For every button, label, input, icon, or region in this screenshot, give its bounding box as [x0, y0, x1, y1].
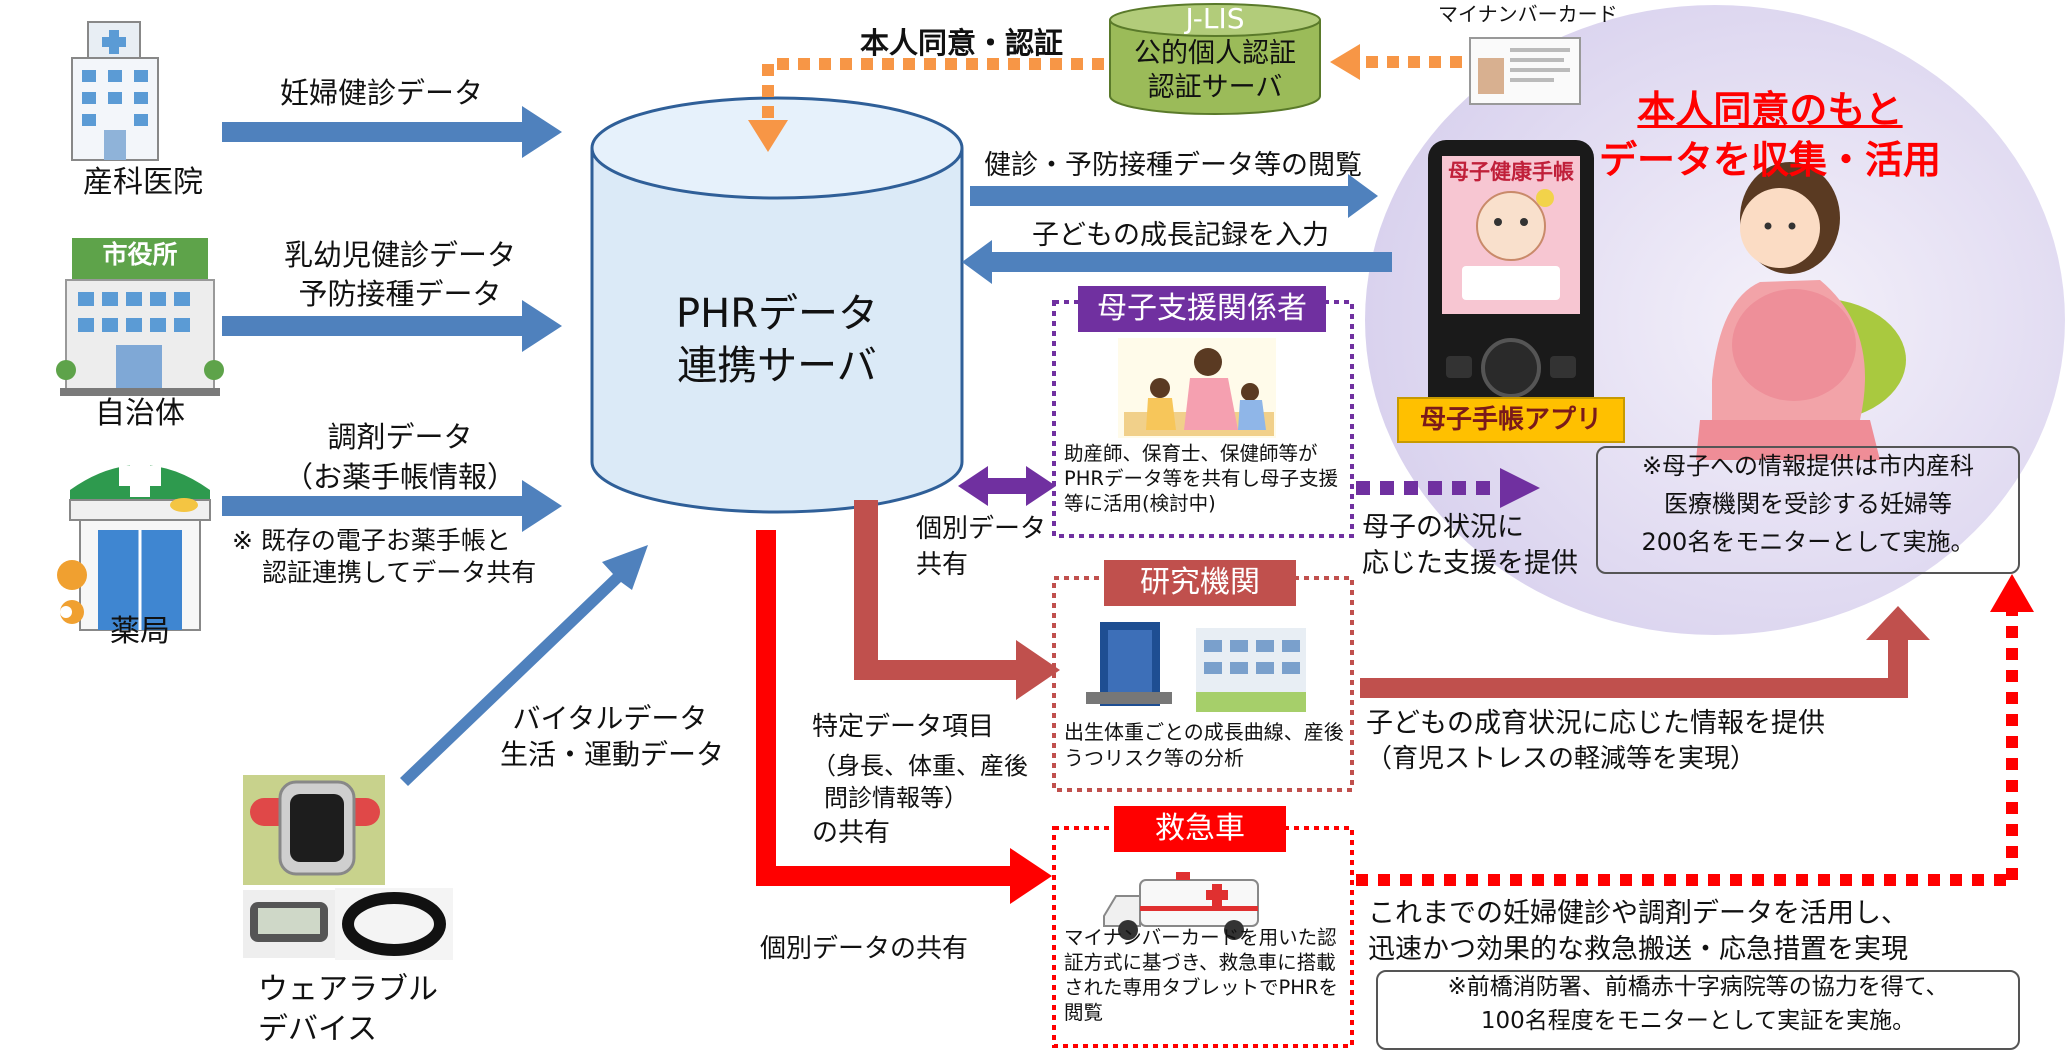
support-provide-label-1: 母子の状況に	[1362, 512, 1524, 543]
ambulance-description: マイナンバーカードを用いた認証方式に基づき、救急車に搭載された専用タブレットでP…	[1064, 926, 1338, 1024]
support-provide-label-2: 応じた支援を提供	[1362, 548, 1578, 579]
wearable-label-1: ウェアラブル	[258, 972, 438, 1007]
arrow-support-to-mother	[1356, 468, 1540, 508]
support-badge: 母子支援関係者	[1097, 291, 1307, 326]
support-dotted-box	[1052, 300, 1354, 538]
app-input-label: 子どもの成長記録を入力	[1032, 220, 1329, 251]
ambulance-provide-label-1: これまでの妊婦健診や調剤データを活用し、	[1368, 898, 1908, 929]
arrow-server-to-ambulance	[756, 530, 1052, 904]
arrow-pharmacy-to-server	[222, 480, 562, 532]
mother-note-bracket	[1596, 446, 2020, 574]
city-hall-icon	[56, 238, 224, 396]
research-share-label-4: の共有	[812, 818, 891, 848]
support-share-label-2: 共有	[916, 550, 969, 580]
phone-screen-title: 母子健康手帳	[1448, 160, 1574, 184]
mother-title-1: 本人同意のもと	[1637, 88, 1903, 132]
city-label: 自治体	[95, 396, 185, 431]
support-share-label-1: 個別データ	[916, 514, 1047, 544]
hospital-building-icon	[71, 21, 159, 161]
pharmacy-icon	[57, 455, 211, 631]
city-hall-sign: 市役所	[102, 240, 178, 269]
ambulance-icon	[1103, 872, 1259, 940]
support-staff-illustration	[1118, 338, 1276, 438]
consent-arrow-jlis-to-server	[748, 58, 1104, 152]
wearable-label-2: デバイス	[258, 1012, 378, 1047]
arrow-ambulance-to-mother	[1356, 574, 2034, 886]
pharmacy-note-1: ※ 既存の電子お薬手帳と	[232, 526, 511, 555]
research-share-label-1: 特定データ項目	[812, 712, 995, 742]
arrow-app-to-server	[962, 240, 1392, 284]
clinic-label: 産科医院	[83, 165, 203, 200]
app-badge-bg	[1397, 397, 1625, 443]
pharmacy-note-2: 認証連携してデータ共有	[262, 558, 537, 587]
arrow-server-to-research	[854, 500, 1060, 700]
jlis-label-1: J-LIS	[1185, 2, 1245, 35]
mynumber-card-icon	[1469, 37, 1581, 105]
pregnant-mother-icon	[1696, 162, 1906, 460]
research-buildings-illustration	[1086, 622, 1306, 712]
arrow-clinic-to-server	[222, 106, 562, 158]
research-badge: 研究機関	[1140, 565, 1260, 600]
mother-note-2: 医療機関を受診する妊婦等	[1664, 490, 1952, 518]
pharmacy-label: 薬局	[110, 614, 170, 649]
city-flow-label-2: 予防接種データ	[298, 277, 502, 311]
wearable-devices-icon	[243, 775, 453, 960]
app-badge: 母子手帳アプリ	[1419, 405, 1602, 435]
consent-arrow-card-to-jlis	[1330, 44, 1462, 80]
app-view-label: 健診・予防接種データ等の閲覧	[984, 150, 1362, 181]
ambulance-share-label: 個別データの共有	[760, 934, 969, 964]
city-flow-label-1: 乳幼児健診データ	[283, 238, 516, 272]
arrow-server-to-app	[970, 174, 1378, 218]
clinic-flow-label: 妊婦健診データ	[280, 76, 484, 110]
research-dotted-box	[1052, 576, 1354, 792]
smartphone-app-icon	[1428, 140, 1594, 420]
consent-label: 本人同意・認証	[860, 26, 1064, 60]
research-provide-label-1: 子どもの成育状況に応じた情報を提供	[1366, 708, 1825, 739]
server-label-1: PHRデータ	[676, 291, 878, 337]
jlis-label-2: 公的個人認証	[1134, 38, 1296, 69]
ambulance-dotted-box	[1052, 826, 1354, 1048]
ambulance-badge-bg	[1114, 806, 1286, 852]
ambulance-badge: 救急車	[1155, 811, 1245, 846]
research-badge-bg	[1104, 560, 1296, 606]
arrow-city-to-server	[222, 300, 562, 352]
arrow-wearable-to-server	[400, 545, 648, 786]
support-badge-bg	[1078, 286, 1326, 332]
wearable-flow-label-2: 生活・運動データ	[500, 738, 725, 771]
ambulance-provide-label-2: 迅速かつ効果的な救急搬送・応急措置を実現	[1368, 934, 1908, 965]
research-share-label-2: （身長、体重、産後	[812, 752, 1028, 780]
server-label-2: 連携サーバ	[677, 343, 877, 389]
mother-title-2: データを収集・活用	[1598, 138, 1941, 182]
jlis-server-cylinder	[1109, 3, 1321, 115]
arrow-support-server-bidirectional	[958, 466, 1056, 506]
ambulance-note-2: 100名程度をモニターとして実証を実施。	[1480, 1008, 1916, 1034]
ambulance-note-1: ※前橋消防署、前橋赤十字病院等の協力を得て、	[1447, 974, 1949, 1000]
mynumber-card-label: マイナンバーカード	[1438, 2, 1618, 26]
phr-server-cylinder	[590, 96, 964, 514]
pharmacy-flow-label-1: 調剤データ	[327, 420, 473, 454]
pharmacy-flow-label-2: （お薬手帳情報）	[283, 460, 516, 494]
research-share-label-3: 問診情報等）	[824, 784, 968, 812]
research-description: 出生体重ごとの成長曲線、産後うつリスク等の分析	[1064, 720, 1344, 770]
arrow-research-to-mother	[1360, 606, 1930, 698]
support-description: 助産師、保育士、保健師等がPHRデータ等を共有し母子支援等に活用(検討中)	[1064, 442, 1338, 515]
mother-note-1: ※母子への情報提供は市内産科	[1641, 452, 1975, 480]
jlis-label-3: 認証サーバ	[1147, 72, 1283, 103]
ambulance-note-bracket	[1376, 970, 2020, 1050]
wearable-flow-label-1: バイタルデータ	[512, 702, 708, 735]
research-provide-label-2: （育児ストレスの軽減等を実現）	[1366, 744, 1757, 774]
mother-note-3: 200名をモニターとして実施。	[1641, 528, 1975, 556]
